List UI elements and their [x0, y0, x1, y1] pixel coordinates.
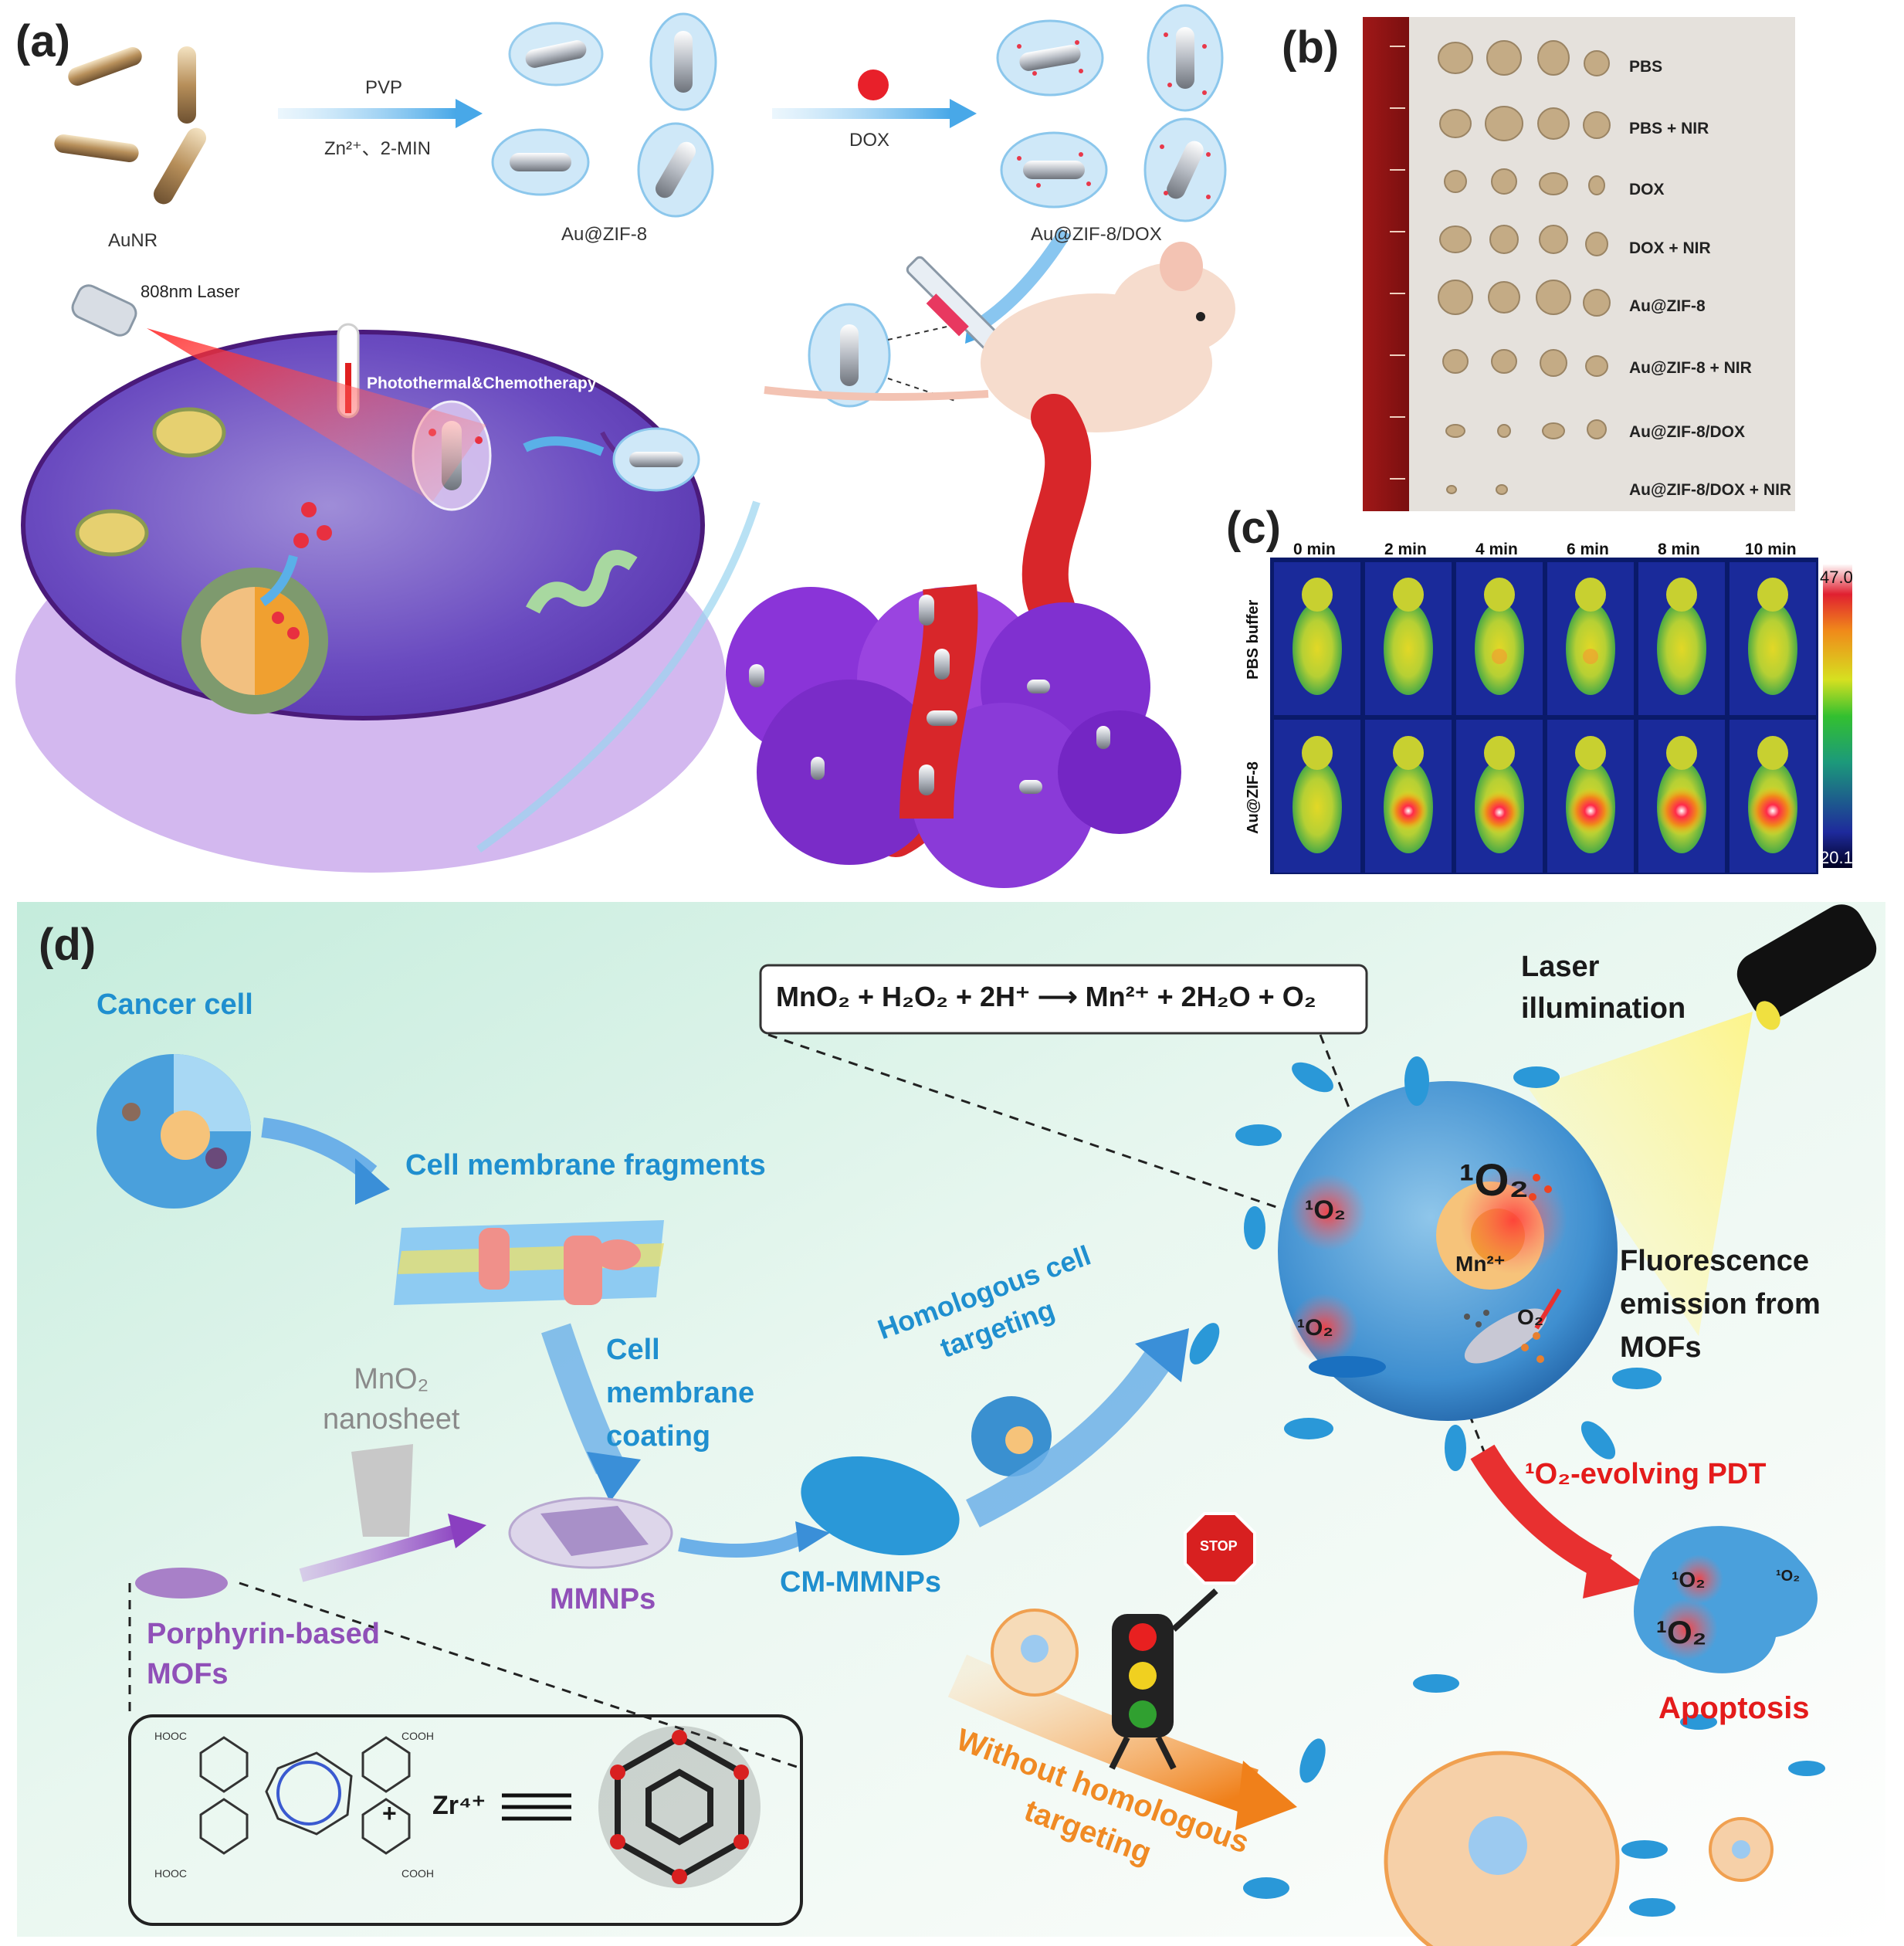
panel-c-thermal-images: [1270, 558, 1854, 874]
au-zif8-particles: [491, 12, 717, 218]
porphyrin-label: Porphyrin-based MOFs: [147, 1614, 380, 1694]
coating-label-line1: Cell: [606, 1334, 660, 1366]
laser-label-line1: Laser: [1521, 951, 1600, 983]
au-zif8-label: Au@ZIF-8: [561, 224, 648, 245]
pdt-label: ¹O₂-evolving PDT: [1525, 1458, 1767, 1490]
therapy-label: Photothermal&Chemotherapy: [367, 375, 597, 392]
coating-label: Cell membrane coating: [606, 1328, 754, 1458]
time-label-0: 0 min: [1293, 541, 1336, 558]
fluorescence-label-line1: Fluorescence: [1620, 1245, 1809, 1277]
apoptosis-label: Apoptosis: [1658, 1691, 1810, 1725]
row-label-pbs: PBS buffer: [1245, 599, 1262, 680]
arrow2-label: DOX: [849, 130, 890, 151]
group-label-4: DOX + NIR: [1629, 239, 1711, 257]
laser-source: [71, 284, 486, 502]
dox-molecule: [858, 70, 889, 100]
mmnps-label: MMNPs: [550, 1583, 656, 1615]
cooh-bottom: COOH: [401, 1867, 434, 1880]
singlet-oxygen-5: ¹O₂: [1656, 1614, 1707, 1650]
mno2-nanosheet: [351, 1444, 413, 1537]
orange-cells: [991, 1609, 1774, 1946]
aunr-rods: [54, 46, 206, 205]
porphyrin-mof-particle: [135, 1568, 228, 1598]
tumor-cluster: [726, 584, 1181, 888]
porphyrin-label-line2: MOFs: [147, 1658, 229, 1690]
panel-a-synthesis: [15, 4, 1235, 888]
equation-box: [759, 964, 1368, 1035]
temperature-scale-bar: [1821, 563, 1854, 870]
panel-label-b: (b): [1282, 22, 1340, 73]
mof-structure-box: [128, 1714, 803, 1926]
au-zif8-dox-label: Au@ZIF-8/DOX: [1031, 224, 1162, 245]
time-label-4: 8 min: [1658, 541, 1700, 558]
target-cancer-cell: [1278, 1081, 1618, 1421]
panel-label-c: (c): [1226, 503, 1281, 553]
group-label-8: Au@ZIF-8/DOX + NIR: [1629, 481, 1792, 499]
group-label-6: Au@ZIF-8 + NIR: [1629, 359, 1752, 377]
scale-max: 47.0: [1820, 568, 1853, 587]
group-label-1: PBS: [1629, 58, 1663, 76]
aunr-label: AuNR: [108, 230, 158, 251]
singlet-oxygen-4: ¹O₂: [1776, 1568, 1801, 1585]
time-label-2: 4 min: [1475, 541, 1518, 558]
panel-label-a: (a): [15, 16, 70, 66]
zr-ion-label: Zr⁴⁺: [432, 1791, 486, 1820]
fluorescence-label: Fluorescence emission from MOFs: [1620, 1239, 1821, 1369]
hooc-bottom: HOOC: [154, 1867, 187, 1880]
coating-label-line2: membrane: [606, 1377, 755, 1409]
arrow1-label-top: PVP: [365, 77, 403, 98]
singlet-oxygen-2: ¹O₂: [1297, 1315, 1333, 1341]
fragments-label: Cell membrane fragments: [405, 1149, 766, 1182]
traffic-light-mascot: [1109, 1512, 1256, 1770]
synthesis-arrow-2: [772, 108, 950, 119]
coating-label-line3: coating: [606, 1420, 711, 1453]
plus-sign: +: [382, 1799, 397, 1827]
laser-illumination-label: Laser illumination: [1521, 946, 1685, 1029]
porphyrin-label-line1: Porphyrin-based: [147, 1618, 380, 1650]
group-label-7: Au@ZIF-8/DOX: [1629, 423, 1745, 441]
arrow1-label-bottom: Zn²⁺、2-MIN: [324, 138, 431, 159]
time-label-3: 6 min: [1567, 541, 1609, 558]
row-label-au-zif8: Au@ZIF-8: [1245, 761, 1262, 834]
fluorescence-label-line3: MOFs: [1620, 1331, 1702, 1364]
time-label-1: 2 min: [1384, 541, 1427, 558]
laser-label-line2: illumination: [1521, 992, 1686, 1025]
mno2-label-line1: MnO₂: [354, 1363, 429, 1395]
thermal-tiles: [1274, 562, 1816, 873]
porphyrin-molecule: [199, 1736, 411, 1855]
cooh-top: COOH: [401, 1730, 434, 1742]
o2-label: O₂: [1517, 1305, 1544, 1329]
mn2-label: Mn²⁺: [1455, 1252, 1506, 1276]
singlet-oxygen-big: ¹O₂: [1459, 1155, 1530, 1205]
stop-sign-label: STOP: [1200, 1538, 1238, 1554]
group-label-2: PBS + NIR: [1629, 120, 1709, 137]
panel-b-tumor-photo: [1363, 17, 1795, 511]
cm-mmnp-particle: [801, 1456, 960, 1556]
panel-d-illustration: [97, 904, 1877, 1946]
laser-label: 808nm Laser: [141, 282, 240, 301]
cm-mmnps-label: CM-MMNPs: [780, 1566, 941, 1598]
membrane-fragment: [394, 1220, 664, 1305]
au-zif8-dox-particles: [996, 4, 1227, 222]
group-label-5: Au@ZIF-8: [1629, 297, 1706, 315]
singlet-oxygen-3: ¹O₂: [1672, 1568, 1706, 1592]
hooc-top: HOOC: [154, 1730, 187, 1742]
group-label-3: DOX: [1629, 181, 1665, 198]
scale-min: 20.1: [1820, 848, 1853, 867]
time-label-5: 10 min: [1745, 541, 1797, 558]
fluorescence-label-line2: emission from: [1620, 1288, 1821, 1320]
panel-label-d: (d): [39, 920, 97, 970]
equation-text: MnO₂ + H₂O₂ + 2H⁺ ⟶ Mn²⁺ + 2H₂O + O₂: [776, 981, 1316, 1012]
synthesis-arrow-1: [278, 108, 456, 119]
laser-device: [1736, 904, 1877, 1030]
mof-framework: [598, 1726, 761, 1888]
docking-particles: [1189, 1056, 1662, 1471]
mno2-label: MnO₂ nanosheet: [323, 1359, 460, 1439]
cancer-cell-label: Cancer cell: [97, 988, 253, 1021]
cancer-cell-small: [97, 1054, 251, 1209]
mno2-label-line2: nanosheet: [323, 1403, 460, 1436]
singlet-oxygen-1: ¹O₂: [1305, 1195, 1346, 1225]
